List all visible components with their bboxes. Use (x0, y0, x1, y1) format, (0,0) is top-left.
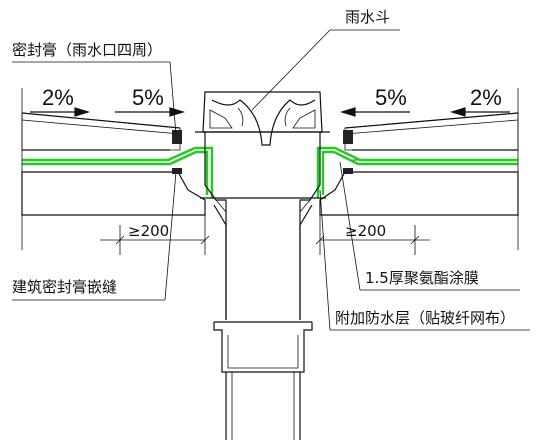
slope-arrows (30, 107, 510, 117)
slope-left-inner: 5% (132, 85, 164, 110)
sealant-block-right (343, 130, 353, 144)
dim-left: ≥200 (128, 222, 169, 240)
waterproof-membrane (22, 146, 518, 198)
label-extra-waterproof: 附加防水层（贴玻纤网布） (335, 309, 515, 327)
joint-sealant-block-right (343, 168, 353, 174)
label-joint-sealant: 建筑密封膏嵌缝 (12, 278, 117, 296)
dim-right: ≥200 (345, 222, 386, 240)
label-sealant-around: 密封膏（雨水口四周） (12, 41, 162, 59)
downpipe (213, 321, 313, 440)
label-drain-head: 雨水斗 (345, 8, 390, 26)
sealant-block-left (172, 130, 182, 144)
drain-funnel (195, 131, 330, 320)
joint-sealant-block-left (172, 168, 182, 174)
slope-right-inner: 5% (375, 85, 407, 110)
slope-right-outer: 2% (470, 85, 502, 110)
leader-lines (12, 29, 530, 331)
drain-head (202, 91, 323, 146)
label-coating-membrane: 1.5厚聚氨酯涂膜 (365, 269, 479, 287)
slope-left-outer: 2% (42, 85, 74, 110)
dimension-lines (21, 88, 519, 255)
